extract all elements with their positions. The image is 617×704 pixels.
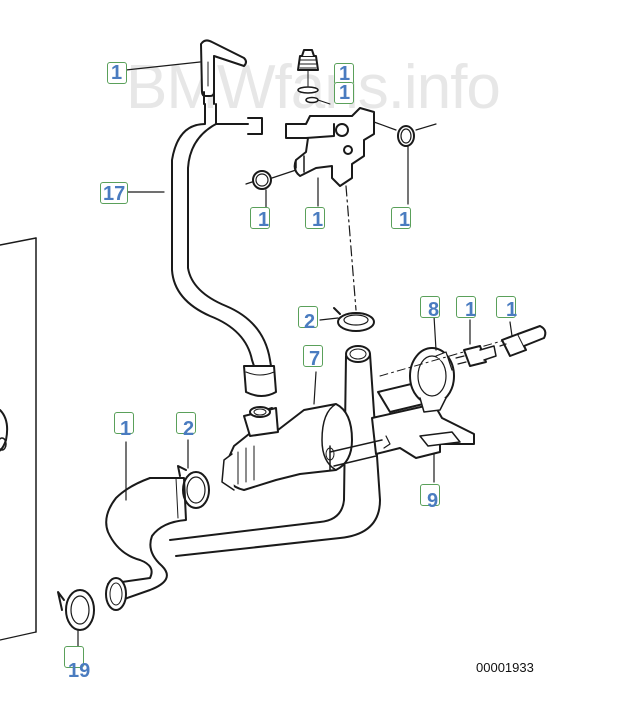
temperature-sensor	[455, 345, 497, 367]
mounting-bracket-9	[329, 379, 475, 471]
frame-bottom-line	[0, 631, 37, 641]
callout-box	[305, 207, 325, 229]
elbow-fitting	[200, 39, 247, 105]
callout-box	[250, 207, 270, 229]
callout-label: 9	[427, 490, 439, 512]
coolant-pipe	[169, 345, 381, 557]
callout-label: 1	[312, 209, 324, 231]
coolant-distributor	[285, 107, 375, 187]
callout-label: 1	[120, 418, 132, 440]
callout-box	[456, 296, 476, 318]
leader-7	[313, 371, 317, 405]
callout-label: 2	[183, 418, 195, 440]
connector-plug	[499, 325, 547, 357]
bleeder-screw	[297, 49, 331, 105]
callout-label: 19	[68, 660, 91, 682]
callout-label: 8	[428, 299, 440, 321]
hose-clamp-19	[57, 589, 95, 631]
hose-17	[171, 103, 277, 397]
callout-box	[420, 296, 440, 318]
callout-box	[107, 62, 127, 84]
callout-label: 17	[103, 183, 126, 205]
thermostat-housing	[221, 403, 353, 491]
callout-box	[100, 182, 128, 204]
assembly-axis-line	[345, 185, 357, 311]
hose-clamp-centre	[333, 307, 375, 332]
callout-box	[176, 412, 196, 434]
leader-2-top	[319, 317, 339, 321]
leader-1-plug	[509, 321, 513, 337]
callout-box	[391, 207, 411, 229]
callout-label: 1	[258, 209, 270, 231]
callout-box	[420, 484, 440, 506]
leader-8	[433, 315, 437, 351]
callout-label: 2	[304, 311, 316, 333]
callout-box	[64, 646, 84, 668]
callout-label: 1	[339, 63, 351, 85]
callout-box	[303, 345, 323, 367]
callout-label: 1	[111, 62, 123, 84]
sensor-housing-8	[409, 347, 455, 413]
callout-label: 1	[399, 209, 411, 231]
diagram-code: 00001933	[476, 660, 534, 675]
callout-box	[114, 412, 134, 434]
frame-corner-line	[0, 237, 37, 246]
leader-1-elbow	[125, 61, 201, 71]
hose-bottom-left	[105, 477, 187, 611]
callout-box	[496, 296, 516, 318]
callout-box	[298, 306, 318, 328]
callout-box	[334, 82, 354, 104]
callout-label: 1	[465, 299, 477, 321]
hose-clamp-left	[177, 465, 210, 509]
callout-label: 1	[506, 299, 518, 321]
callout-label: 7	[309, 348, 321, 370]
callout-label: 1	[339, 82, 351, 104]
edge-fragment	[0, 409, 9, 452]
